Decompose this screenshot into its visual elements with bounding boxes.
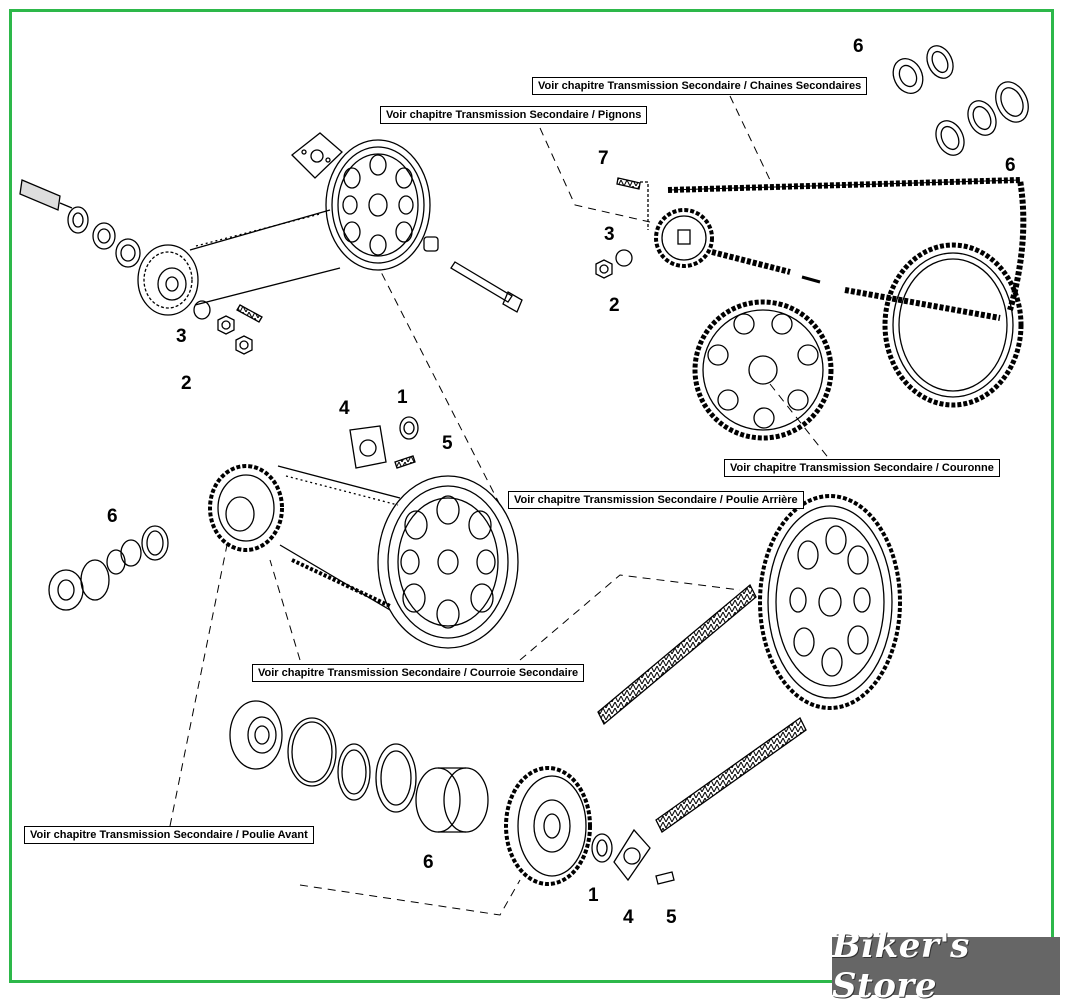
rear-sprocket-left (692, 299, 834, 441)
axle-top (423, 236, 523, 313)
bikers-store-logo: Biker's Store (832, 926, 1060, 1006)
part-number-6: 6 (107, 506, 118, 527)
front-pulley-middle (208, 464, 284, 552)
callout-pignons: Voir chapitre Transmission Secondaire / … (380, 106, 648, 124)
part-number-6: 6 (853, 36, 864, 57)
part-number-1: 1 (588, 885, 599, 906)
lock-plate-4-bottom (613, 828, 651, 882)
spacer-rings-6-middle (106, 525, 169, 575)
part-number-7: 7 (598, 148, 609, 169)
callout-courroie-secondaire: Voir chapitre Transmission Secondaire / … (252, 664, 585, 682)
callout-poulie-avant: Voir chapitre Transmission Secondaire / … (24, 826, 314, 844)
lock-plate-4-middle (349, 425, 387, 469)
leader-lines (169, 95, 831, 916)
bearing-bottom (229, 700, 283, 770)
bolt-7 (616, 177, 649, 230)
logo-text: Biker's Store (832, 926, 970, 1006)
part-number-4: 4 (623, 907, 634, 928)
belt-top (189, 209, 341, 306)
flange-plate-top (291, 132, 343, 179)
part-number-1: 1 (397, 387, 408, 408)
seal-1-bottom (591, 833, 613, 863)
belt-segment-lower (655, 717, 807, 833)
part-number-2: 2 (609, 295, 620, 316)
part-number-3: 3 (604, 224, 615, 245)
callout-couronne: Voir chapitre Transmission Secondaire / … (724, 459, 1000, 477)
front-pulley-small-top (137, 244, 199, 316)
belt-middle (277, 465, 401, 611)
spacer-rings-bottom (337, 743, 417, 813)
retaining-ring-bottom (287, 717, 337, 787)
nut-2-top (217, 315, 253, 355)
screw-5-bottom (655, 871, 675, 885)
seal-1-middle (399, 416, 419, 440)
nut-2-right (595, 259, 613, 279)
part-number-5: 5 (666, 907, 677, 928)
part-number-5: 5 (442, 433, 453, 454)
part-number-4: 4 (339, 398, 350, 419)
part-number-3: 3 (176, 326, 187, 347)
callout-poulie-arriere: Voir chapitre Transmission Secondaire / … (508, 491, 804, 509)
rear-pulley-large (758, 494, 902, 710)
spacer-rings-6-top-right (892, 45, 1029, 156)
washer-3-right (615, 249, 633, 267)
rear-pulley-top (325, 139, 431, 271)
sleeve-6-bottom (415, 767, 489, 833)
part-number-6: 6 (1005, 155, 1016, 176)
chain (667, 176, 1027, 321)
belt-segment-upper (597, 583, 757, 726)
front-pulley-bottom (504, 766, 592, 886)
washer-3-top (193, 300, 211, 320)
callout-chaines-secondaires: Voir chapitre Transmission Secondaire / … (532, 77, 868, 95)
bolt-top (236, 304, 263, 323)
front-sprocket (654, 208, 714, 268)
screw-5-middle (394, 455, 416, 469)
spacer-rings-top-left (67, 206, 141, 268)
rear-sprocket-right (882, 242, 1024, 408)
shaft (19, 179, 73, 211)
part-number-2: 2 (181, 373, 192, 394)
rear-pulley-middle (377, 475, 519, 649)
bearing-middle (48, 559, 110, 611)
part-number-6: 6 (423, 852, 434, 873)
